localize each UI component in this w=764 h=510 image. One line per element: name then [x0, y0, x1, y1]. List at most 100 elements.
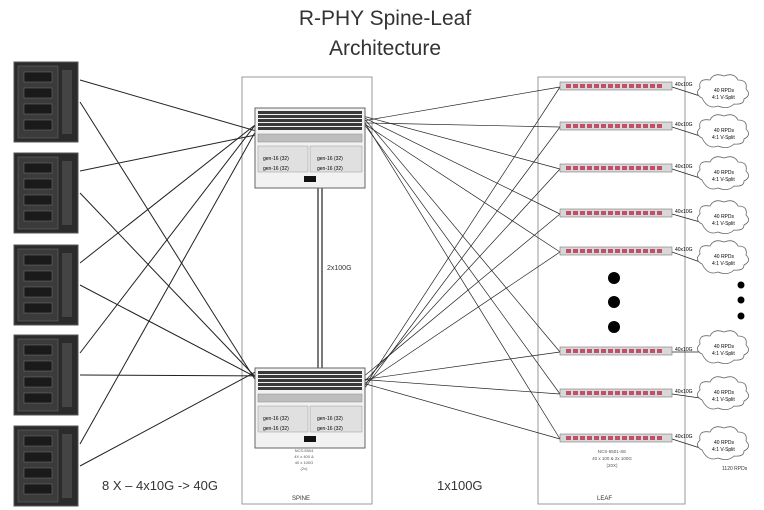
spine-port-row: [258, 383, 362, 386]
spine-port-row: [258, 123, 362, 126]
leaf-port: [636, 211, 641, 215]
leaf-switch: 40x10G: [560, 347, 693, 355]
leaf-port: [622, 349, 627, 353]
rpd-total-label: 1120 RPDs: [722, 466, 747, 472]
leaf-port: [608, 249, 613, 253]
link-line: [672, 87, 700, 96]
leaf-port: [657, 249, 662, 253]
leaf-port: [566, 211, 571, 215]
link-line: [80, 132, 255, 444]
leaf-port: [573, 166, 578, 170]
spine-port-row: [258, 115, 362, 118]
spine-card-label: gen-16 (32): [263, 426, 289, 432]
leaf-port: [587, 391, 592, 395]
link-line: [672, 214, 700, 222]
ellipsis-dot: [608, 296, 620, 308]
link-line: [365, 87, 560, 386]
leaf-port: [608, 124, 613, 128]
leaf-port: [636, 436, 641, 440]
leaf-port: [650, 436, 655, 440]
link-line: [80, 372, 255, 466]
link-line: [80, 125, 255, 263]
leaf-port: [657, 166, 662, 170]
leaf-port: [622, 166, 627, 170]
leaf-port: [566, 166, 571, 170]
spine-card-label: gen-16 (32): [317, 426, 343, 432]
leaf-port: [608, 436, 613, 440]
leaf-port: [650, 166, 655, 170]
cloud-label: 4:1 V-Split: [712, 351, 735, 357]
spine-chassis-line: (2x): [274, 466, 334, 472]
leaf-port: [580, 349, 585, 353]
spine-switch-top: gen-16 (32)gen-16 (32)gen-16 (32)gen-16 …: [255, 108, 365, 188]
leaf-port: [657, 124, 662, 128]
server-side-panel: [62, 70, 72, 134]
spine-card-label: gen-16 (32): [263, 416, 289, 422]
leaf-port: [594, 391, 599, 395]
link-line: [672, 127, 700, 136]
leaf-port: [587, 436, 592, 440]
leaf-port-label: 40x10G: [675, 209, 693, 215]
leaf-port: [587, 249, 592, 253]
leaf-port: [566, 436, 571, 440]
cloud-label: 40 RPDs: [714, 344, 735, 350]
leaf-port: [566, 124, 571, 128]
spine-switch-bottom: gen-16 (32) gen-16 (32) gen-16 (32) gen-16 …: [255, 368, 365, 448]
leaf-port: [615, 391, 620, 395]
leaf-port: [629, 391, 634, 395]
leaf-port: [601, 391, 606, 395]
leaf-port: [622, 124, 627, 128]
server-side-panel: [62, 343, 72, 407]
leaf-port: [643, 349, 648, 353]
leaf-port: [636, 349, 641, 353]
leaf-port: [657, 436, 662, 440]
leaf-port: [615, 249, 620, 253]
ellipsis-dot: [738, 282, 745, 289]
leaf-port-label: 40x10G: [675, 347, 693, 353]
leaf-port: [587, 84, 592, 88]
leaf-port: [622, 249, 627, 253]
leaf-port: [601, 124, 606, 128]
leaf-port: [608, 84, 613, 88]
link-line: [80, 375, 255, 376]
leaf-chassis-line: NCS-5501-SE: [566, 448, 658, 455]
server-side-panel: [62, 434, 72, 498]
rpd-cloud-icon: 40 RPDs4:1 V-Split: [697, 427, 748, 460]
leaf-port: [629, 211, 634, 215]
leaf-port: [636, 391, 641, 395]
leaf-switch: 40x10G: [560, 434, 693, 442]
leaf-port: [657, 211, 662, 215]
link-line: [365, 125, 560, 394]
cloud-label: 4:1 V-Split: [712, 177, 735, 183]
link-line: [365, 87, 560, 121]
spine-card-label: gen-16 (32): [317, 166, 343, 172]
link-line: [80, 285, 255, 377]
leaf-port: [573, 391, 578, 395]
rpd-cloud-icon: 40 RPDs4:1 V-Split: [697, 157, 748, 190]
leaf-port: [643, 211, 648, 215]
leaf-area-label: LEAF: [597, 496, 612, 502]
link-line: [80, 80, 255, 131]
leaf-switch: 40x10G: [560, 164, 693, 172]
server-drive: [24, 377, 52, 387]
leaf-port: [615, 436, 620, 440]
server-drive: [24, 163, 52, 173]
leaf-port: [629, 349, 634, 353]
leaf-port: [643, 124, 648, 128]
spine-card-label: gen-16 (32): [263, 166, 289, 172]
cloud-label: 4:1 V-Split: [712, 221, 735, 227]
server-drive: [24, 255, 52, 265]
leaf-port: [601, 84, 606, 88]
leaf-port: [650, 391, 655, 395]
leaf-port: [629, 124, 634, 128]
leaf-port: [615, 211, 620, 215]
leaf-port: [573, 349, 578, 353]
leaf-port: [594, 249, 599, 253]
link-line: [672, 439, 700, 448]
server-drive: [24, 120, 52, 130]
leaf-port: [566, 249, 571, 253]
leaf-port: [580, 391, 585, 395]
spine-card-label: gen-16 (32): [317, 416, 343, 422]
leaf-switch: 40x10G: [560, 122, 693, 130]
